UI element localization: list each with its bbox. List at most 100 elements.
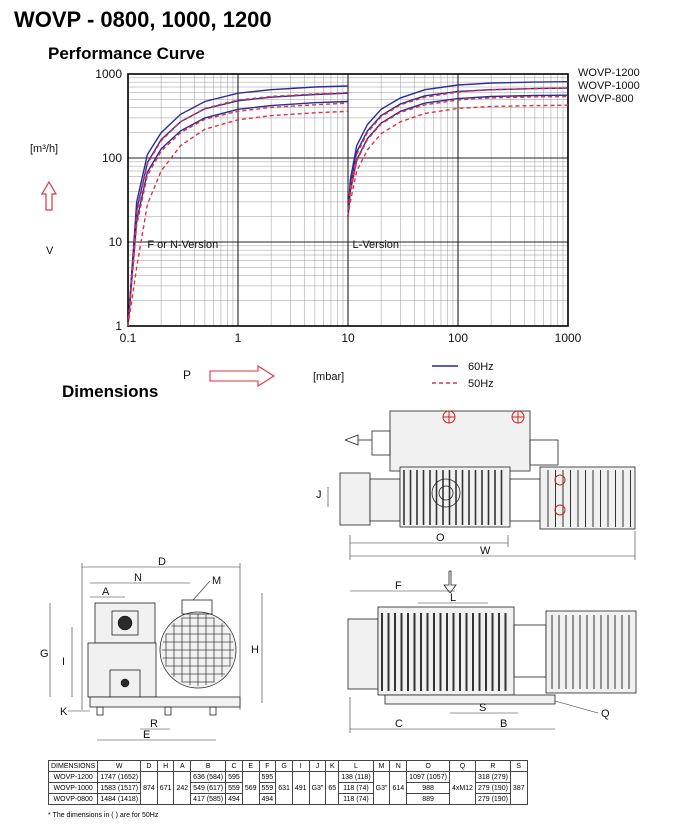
table-cell: WOVP-1000 (47, 782, 99, 794)
table-cell: 491 (291, 771, 310, 805)
table-cell: 671 (156, 771, 175, 805)
table-cell: 874 (140, 771, 158, 805)
series-line (347, 104, 569, 217)
dim-label-k: K (60, 706, 68, 718)
technical-drawings: O W J D N A M G I H K (40, 410, 637, 741)
top-view-drawing: O W J (316, 410, 636, 560)
table-cell: 279 (190) (474, 793, 511, 805)
table-cell: 569 (241, 771, 260, 805)
plot-frame (127, 73, 569, 327)
lifting-point-icon (554, 474, 566, 486)
table-header-cell: F (258, 760, 277, 772)
table-cell: 1097 (1057) (406, 771, 450, 783)
table-cell: 242 (173, 771, 192, 805)
dim-label-e: E (143, 729, 150, 741)
dim-label-i: I (62, 656, 65, 668)
table-header-cell: W (97, 760, 142, 772)
y-tick-label: 1 (115, 319, 122, 333)
table-header-cell: H (156, 760, 175, 772)
table-header-cell: O (406, 760, 450, 772)
table-cell: 1583 (1517) (97, 782, 142, 794)
table-header-cell: Q (448, 760, 476, 772)
dim-label-c: C (395, 718, 403, 730)
table-header-cell: E (241, 760, 260, 772)
curve-label: WOVP-1000 (578, 80, 640, 92)
x-tick-label: 100 (448, 331, 468, 345)
table-header-cell: M (372, 760, 391, 772)
table-cell: 279 (190) (474, 782, 511, 794)
annotation-l-version: L-Version (353, 239, 399, 251)
dim-label-l: L (450, 592, 456, 604)
table-header-cell: R (474, 760, 511, 772)
table-cell: 4xM12 (448, 771, 476, 805)
front-base (384, 694, 556, 705)
curve-label: WOVP-800 (578, 93, 634, 105)
front-motor (545, 610, 637, 694)
series-line (347, 94, 569, 217)
x-axis-label: P (183, 368, 191, 382)
dim-label-h: H (251, 644, 259, 656)
dim-label-a: A (102, 586, 110, 598)
table-cell: WOVP-1200 (47, 771, 99, 783)
table-cell: 595 (225, 771, 243, 783)
table-header-cell: J (308, 760, 327, 772)
legend-label: 50Hz (468, 378, 494, 390)
table-cell: 559 (225, 782, 243, 794)
series-line (127, 100, 349, 327)
top-tank-flange (371, 430, 391, 456)
top-tank (389, 410, 531, 472)
table-cell: G3" (372, 771, 391, 805)
x-tick-label: 10 (341, 331, 355, 345)
table-cell: 595 (258, 771, 277, 783)
table-cell: 138 (118) (338, 771, 374, 783)
page-title: WOVP - 0800, 1000, 1200 (14, 7, 272, 32)
table-header-cell: G (275, 760, 293, 772)
table-cell: 1484 (1418) (97, 793, 142, 805)
series-line (127, 102, 349, 327)
side-base (89, 696, 241, 708)
legend-label: 60Hz (468, 361, 494, 373)
table-header-cell: B (190, 760, 227, 772)
dim-label-j: J (316, 489, 322, 501)
series-line (127, 91, 349, 327)
table-cell: 549 (617) (190, 782, 227, 794)
motor-top (539, 466, 636, 530)
table-header-cell: L (338, 760, 374, 772)
table-header-cell: S (509, 760, 528, 772)
table-cell: 494 (258, 793, 277, 805)
table-header-cell: I (291, 760, 310, 772)
table-cell: 494 (225, 793, 243, 805)
inlet-port-icon (117, 615, 133, 631)
series-line (347, 87, 569, 217)
table-cell: 1747 (1652) (97, 771, 142, 783)
dim-label-g: G (40, 648, 49, 660)
series-line (347, 95, 569, 217)
dim-label-q: Q (601, 708, 610, 720)
x-tick-label: 1000 (555, 331, 582, 345)
table-cell: 636 (584) (190, 771, 227, 783)
dim-label-w: W (480, 545, 491, 557)
x-axis-unit: [mbar] (313, 371, 344, 383)
table-cell: G3" (308, 771, 327, 805)
table-cell: 118 (74) (338, 793, 374, 805)
pump-rotor-cover (431, 478, 461, 508)
table-footnote: * The dimensions in ( ) are for 50Hz (48, 812, 159, 819)
table-cell: 889 (406, 793, 450, 805)
chart-section-title: Performance Curve (48, 44, 205, 63)
table-header-cell: A (173, 760, 192, 772)
series-line (127, 110, 349, 327)
table-header-cell: N (389, 760, 408, 772)
table-cell: 318 (279) (474, 771, 511, 783)
x-arrow-icon (209, 365, 276, 387)
annotation-f-n-version: F or N-Version (147, 239, 218, 251)
table-cell: 118 (74) (338, 782, 374, 794)
x-tick-label: 0.1 (120, 331, 137, 345)
lifting-point-icon (554, 504, 566, 516)
y-tick-label: 100 (102, 151, 122, 165)
outlet-arrow-icon (344, 434, 359, 446)
